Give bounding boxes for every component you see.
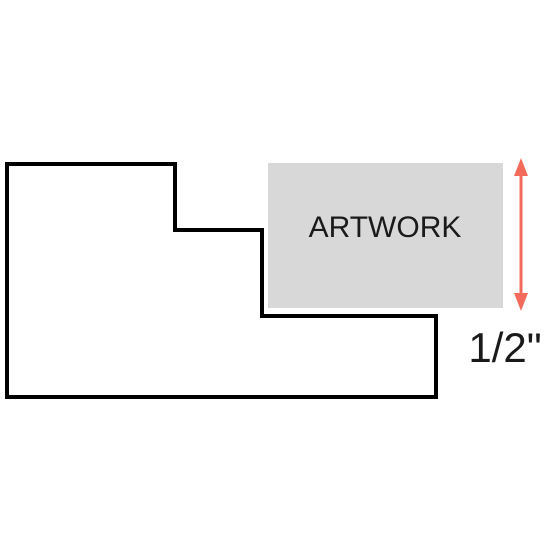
frame-profile-outline xyxy=(5,162,438,399)
dimension-arrow-head-top xyxy=(514,158,528,176)
dimension-arrow xyxy=(514,158,528,311)
artwork-label: ARTWORK xyxy=(309,211,462,244)
dimension-arrow-head-bottom xyxy=(514,293,528,311)
artwork-box xyxy=(268,163,503,308)
dimension-label: 1/2" xyxy=(468,324,541,371)
